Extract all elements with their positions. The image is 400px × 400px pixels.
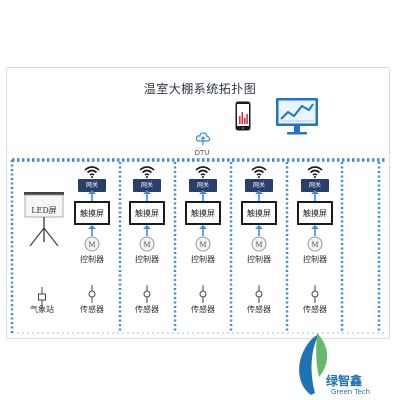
column-connectors: M xyxy=(129,190,165,303)
gateway-device: 网关 xyxy=(301,179,329,192)
gateway-device: 网关 xyxy=(133,179,161,192)
touch-screen-label: 触摸屏 xyxy=(303,208,327,218)
touch-screen-label: 触摸屏 xyxy=(247,208,271,218)
touch-screen-device: 触摸屏 xyxy=(130,202,164,224)
logo-name-cn: 绿智鑫 xyxy=(326,374,363,388)
diagram-title: 温室大棚系统拓扑图 xyxy=(143,82,257,96)
svg-text:M: M xyxy=(199,241,206,249)
svg-text:M: M xyxy=(143,241,150,249)
phone-icon xyxy=(235,101,251,131)
weather-station-icon xyxy=(38,287,46,308)
company-logo-icon xyxy=(299,333,328,395)
wifi-icon xyxy=(251,166,267,178)
wifi-icon xyxy=(139,166,155,178)
touch-screen-device: 触摸屏 xyxy=(186,202,220,224)
led-screen-icon xyxy=(24,192,64,247)
controller-label: 控制器 xyxy=(80,255,104,264)
controller-label: 控制器 xyxy=(303,255,327,264)
column-connectors: M xyxy=(74,190,110,303)
column-connectors: M xyxy=(241,190,277,303)
column-connectors: M xyxy=(185,190,221,303)
svg-text:M: M xyxy=(88,241,95,249)
wifi-icon xyxy=(195,166,211,178)
sensor-label: 传感器 xyxy=(80,305,104,314)
controller-label: 控制器 xyxy=(135,255,159,264)
touch-screen-device: 触摸屏 xyxy=(298,202,332,224)
controller-label: 控制器 xyxy=(247,255,271,264)
sensor-label: 传感器 xyxy=(247,305,271,314)
wifi-icon xyxy=(84,166,100,178)
logo-name-en: Green Tech xyxy=(331,388,371,396)
touch-screen-device: 触摸屏 xyxy=(75,202,109,224)
wifi-icon xyxy=(307,166,323,178)
svg-text:M: M xyxy=(311,241,318,249)
gateway-label: 网关 xyxy=(140,182,153,189)
sensor-label: 传感器 xyxy=(191,305,215,314)
touch-screen-label: 触摸屏 xyxy=(135,208,159,218)
touch-screen-label: 触摸屏 xyxy=(80,208,104,218)
column-connectors: M xyxy=(297,190,333,303)
dtu-cloud-icon xyxy=(195,132,211,145)
gateway-device: 网关 xyxy=(78,179,106,192)
gateway-label: 网关 xyxy=(252,182,265,189)
touch-screen-device: 触摸屏 xyxy=(242,202,276,224)
gateway-label: 网关 xyxy=(85,182,98,189)
diagram-frame xyxy=(6,67,390,339)
led-screen-label: LED屏 xyxy=(31,206,57,215)
controller-label: 控制器 xyxy=(191,255,215,264)
dtu-label: DTU xyxy=(194,149,210,157)
gateway-label: 网关 xyxy=(196,182,209,189)
touch-screen-label: 触摸屏 xyxy=(191,208,215,218)
sensor-label: 传感器 xyxy=(303,305,327,314)
sensor-label: 传感器 xyxy=(135,305,159,314)
gateway-device: 网关 xyxy=(245,179,273,192)
monitor-chart-icon xyxy=(276,98,318,135)
svg-text:M: M xyxy=(255,241,262,249)
weather-station-label: 气象站 xyxy=(30,305,54,314)
gateway-label: 网关 xyxy=(308,182,321,189)
gateway-device: 网关 xyxy=(189,179,217,192)
